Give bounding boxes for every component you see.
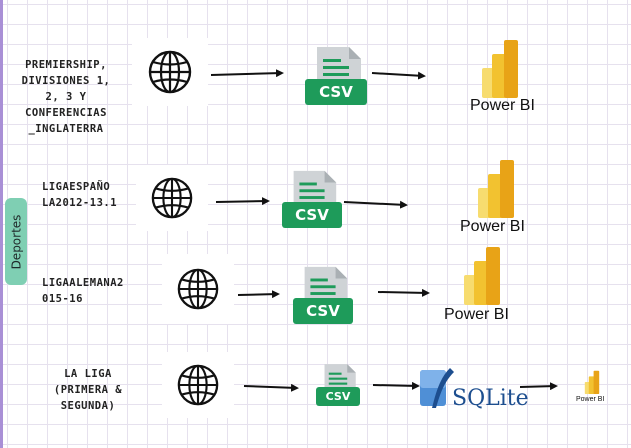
sqlite-label: SQLite [452, 386, 529, 411]
csv-file-laliga: CSV [316, 362, 360, 406]
source-node-ligaespanola [136, 165, 208, 231]
power-bi-label: Power BI [444, 306, 509, 323]
csv-badge-label: CSV [305, 78, 367, 105]
power-bi-icon [478, 160, 514, 218]
globe-icon [151, 177, 193, 219]
source-node-premiership [132, 38, 208, 106]
power-bi-icon [482, 40, 518, 98]
arrow-csv-to-sqlite-4 [372, 381, 420, 390]
category-tag: Deportes [5, 198, 27, 285]
arrow-csv-to-powerbi-3 [377, 288, 430, 297]
csv-file-icon [304, 266, 348, 304]
source-node-ligaalemana [162, 254, 234, 324]
globe-icon [148, 50, 192, 94]
globe-icon [177, 364, 219, 406]
source-node-laliga [162, 352, 234, 418]
power-bi-target-ligaespanola [466, 158, 526, 218]
sqlite-icon [420, 368, 454, 408]
csv-file-ligaespanola: CSV [282, 168, 342, 228]
power-bi-target-laliga [580, 370, 604, 394]
power-bi-label: Power BI [470, 97, 535, 114]
csv-file-icon [317, 47, 361, 85]
csv-badge-label: CSV [293, 297, 353, 324]
source-label-ligaalemana: LIGAALEMANA2 015-16 [42, 277, 124, 305]
power-bi-label: Power BI [460, 218, 525, 235]
csv-file-icon [324, 364, 356, 392]
arrow-web-to-csv-3 [237, 290, 280, 299]
arrow-csv-to-powerbi-2 [343, 200, 408, 209]
csv-badge-label: CSV [316, 386, 360, 406]
power-bi-target-premiership [470, 38, 530, 98]
source-label-premiership: PREMIERSHIP, DIVISIONES 1, 2, 3 Y CONFER… [21, 59, 111, 135]
power-bi-icon [464, 247, 500, 305]
power-bi-label: Power BI [576, 396, 605, 403]
power-bi-target-ligaalemana [452, 245, 512, 305]
arrow-sqlite-to-powerbi-4 [519, 382, 558, 391]
csv-file-premiership: CSV [305, 45, 367, 105]
csv-file-ligaalemana: CSV [293, 264, 353, 324]
source-label-ligaespanola: LIGAESPAÑO LA2012-13.1 [42, 181, 118, 209]
arrow-csv-to-powerbi-1 [371, 71, 426, 80]
arrow-web-to-csv-4 [243, 383, 299, 392]
globe-icon [177, 268, 219, 310]
power-bi-icon [584, 370, 600, 394]
arrow-web-to-csv-2 [215, 197, 270, 206]
csv-file-icon [293, 170, 337, 208]
source-label-laliga: LA LIGA (PRIMERA & SEGUNDA) [53, 368, 123, 412]
page-margin-line [0, 0, 3, 448]
csv-badge-label: CSV [282, 201, 342, 228]
arrow-web-to-csv-1 [210, 69, 284, 78]
sqlite-database [420, 368, 456, 408]
